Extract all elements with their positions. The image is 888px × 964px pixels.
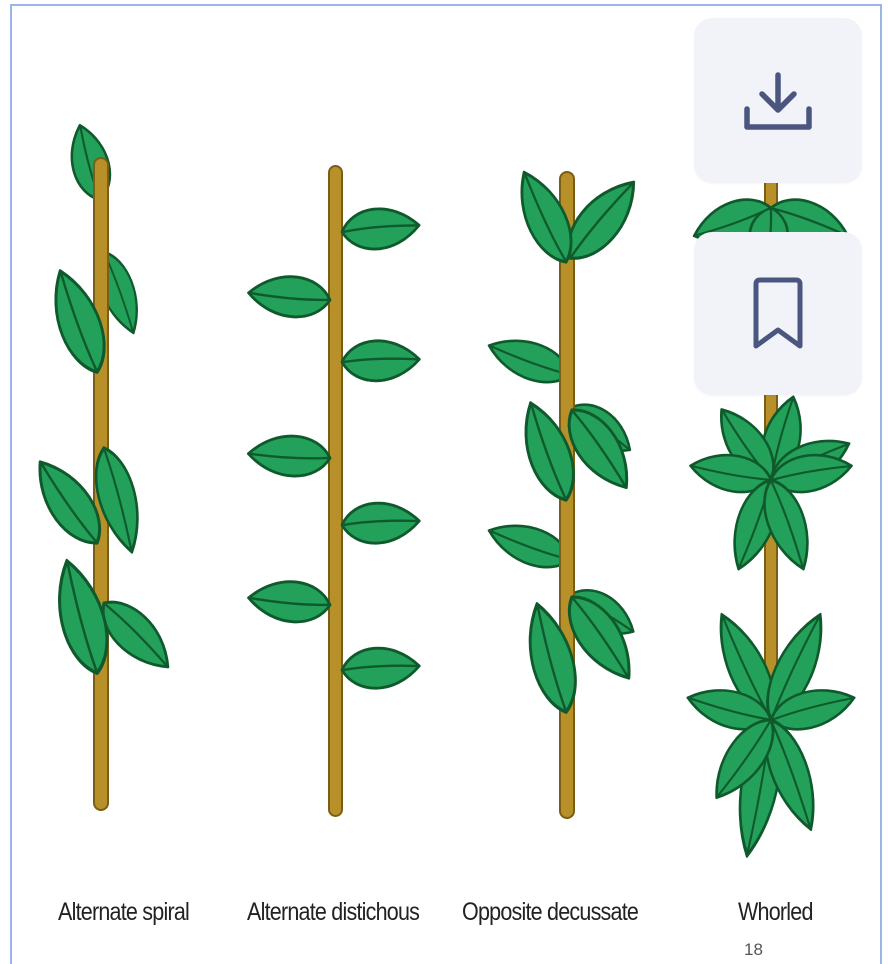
caption-opposite-decussate: Opposite decussate xyxy=(462,898,638,927)
download-icon xyxy=(741,69,815,133)
bookmark-icon xyxy=(748,276,808,352)
panel-alternate-spiral xyxy=(24,121,181,810)
panel-opposite-decussate xyxy=(483,164,649,818)
bookmark-button[interactable] xyxy=(694,232,862,395)
caption-alternate-distichous: Alternate distichous xyxy=(247,898,419,927)
page-number: 18 xyxy=(744,940,763,960)
stem xyxy=(329,166,342,816)
caption-whorled: Whorled xyxy=(738,898,813,927)
panel-alternate-distichous xyxy=(247,166,421,816)
download-button[interactable] xyxy=(694,18,862,183)
caption-alternate-spiral: Alternate spiral xyxy=(58,898,189,927)
